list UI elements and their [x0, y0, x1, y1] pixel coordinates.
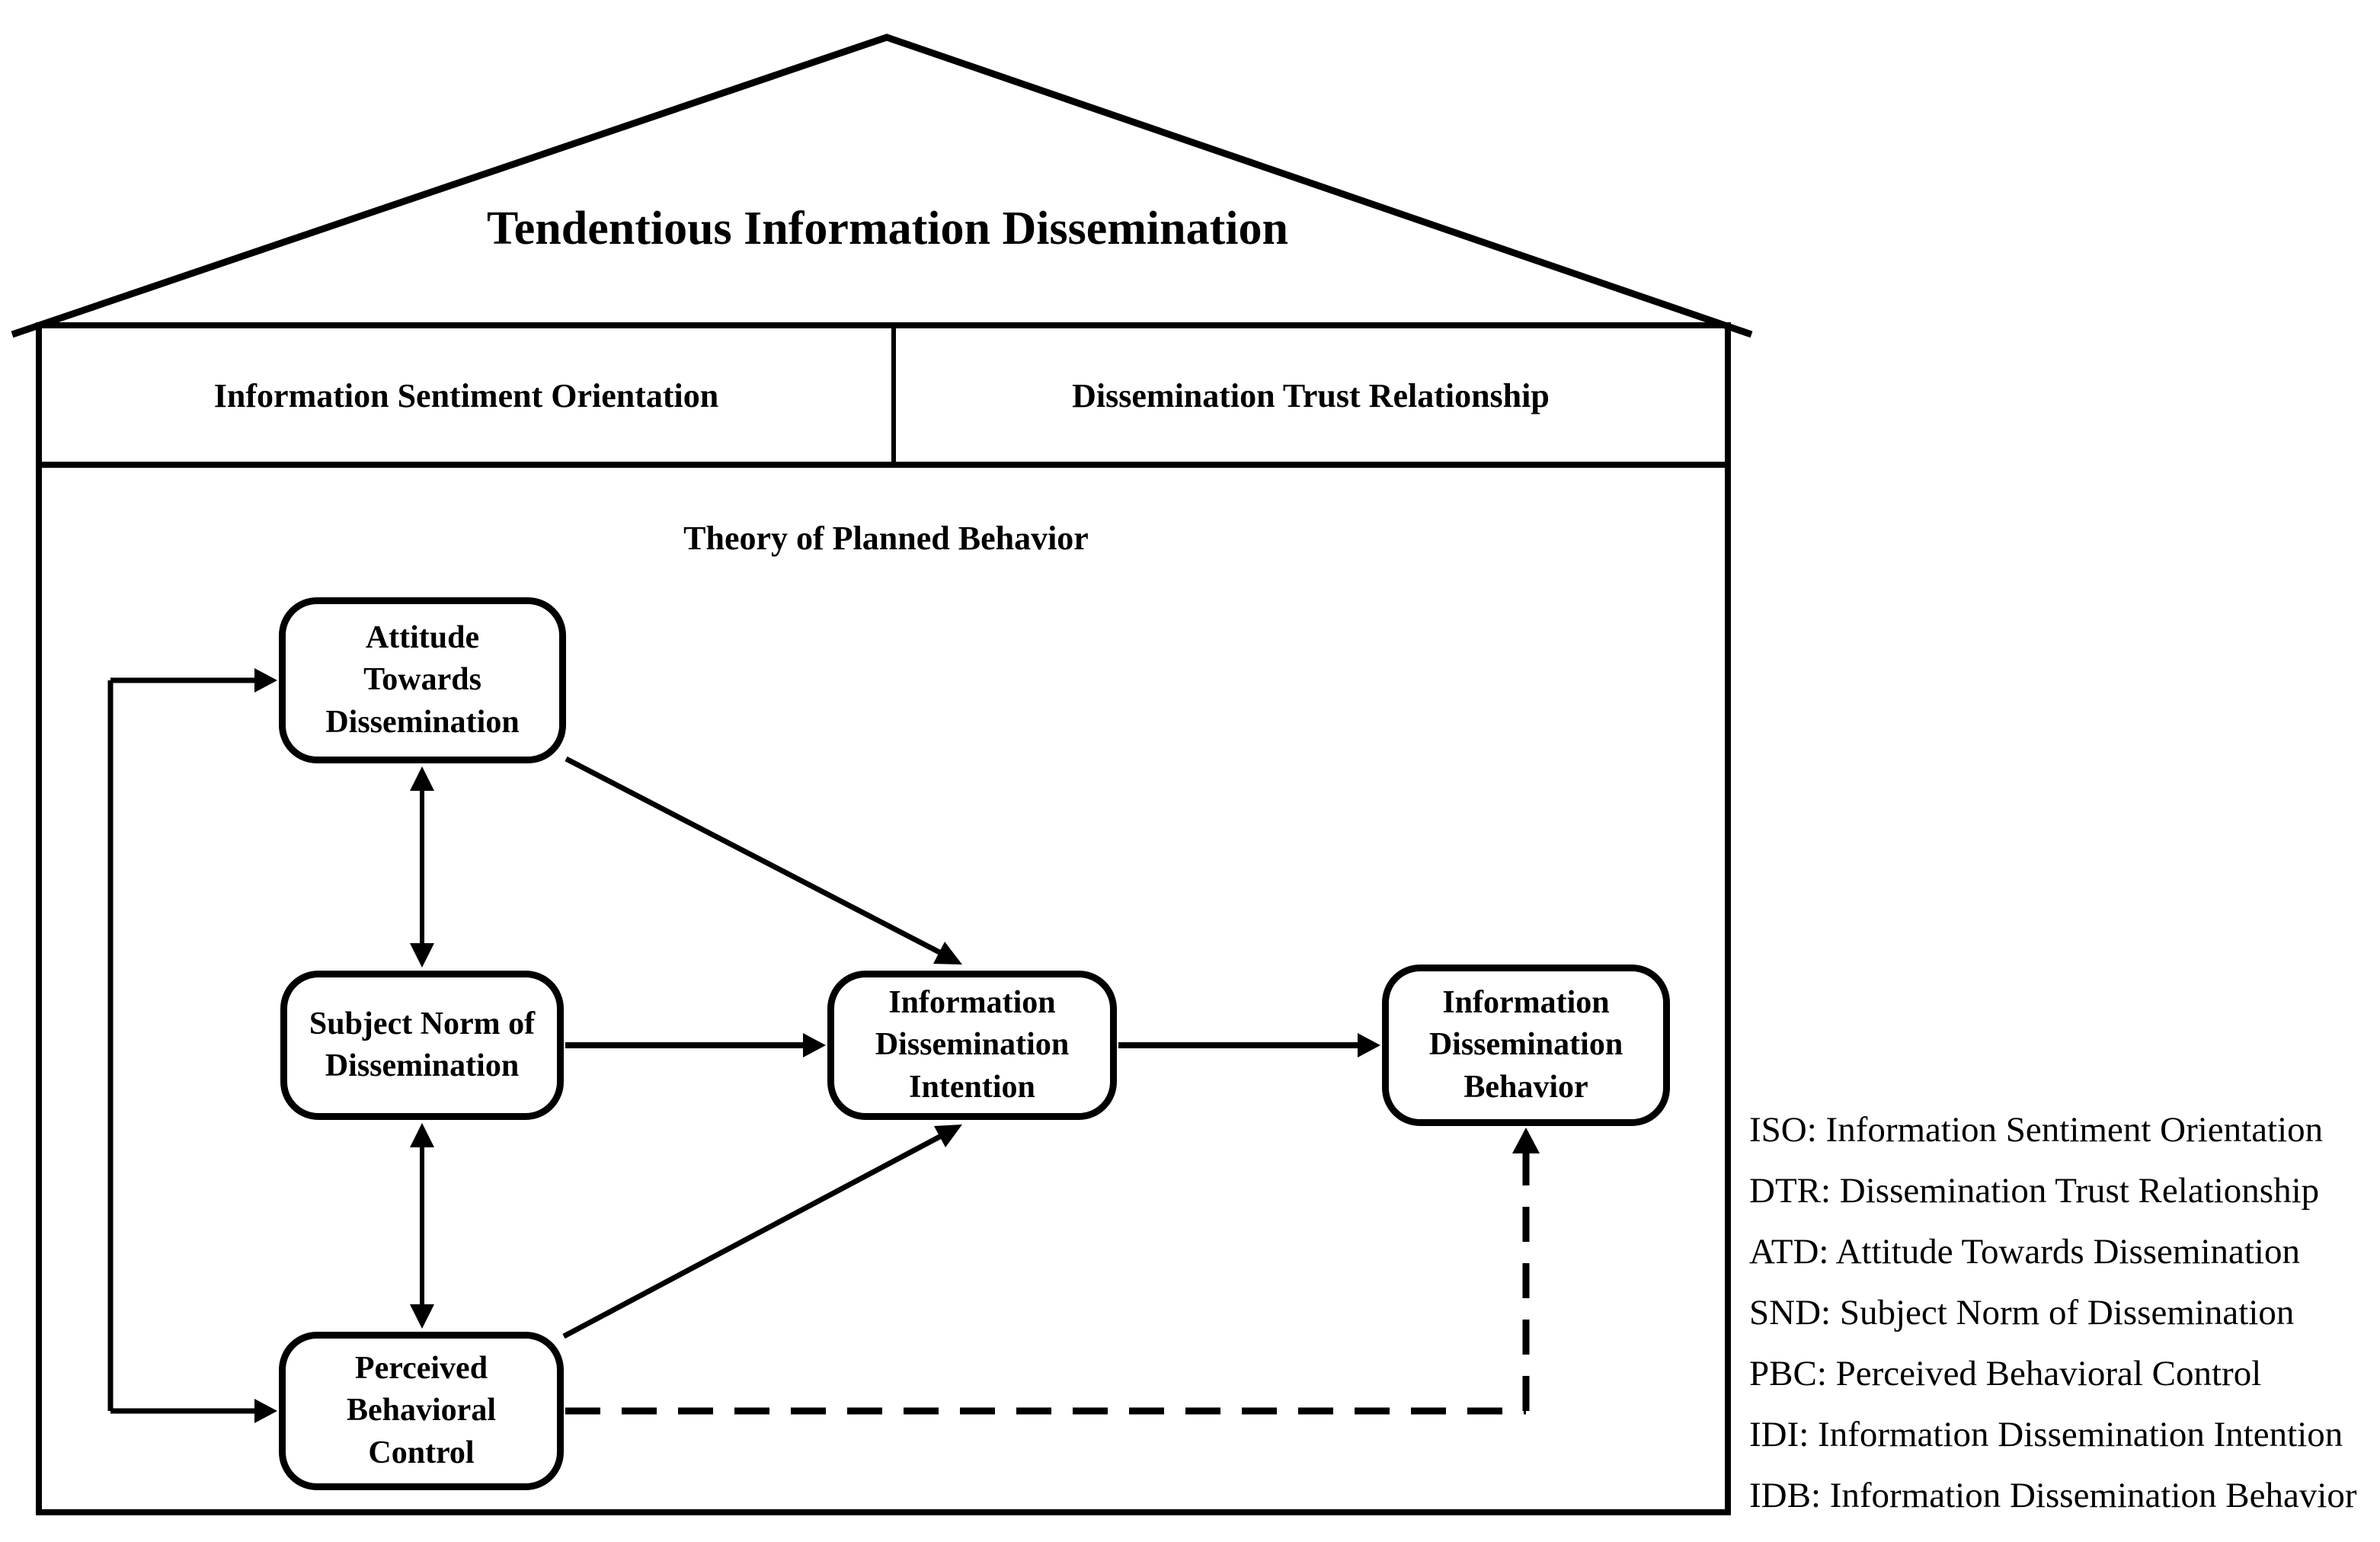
box-perceived-behavioral-control: Perceived Behavioral Control	[279, 1332, 564, 1490]
arrow-pbc-to-idi	[562, 1125, 962, 1339]
legend-item-atd: ATD: Attitude Towards Dissemination	[1749, 1232, 2300, 1272]
box-idb-line: Behavior	[1464, 1069, 1588, 1105]
box-subject-norm-of-dissemination: Subject Norm of Dissemination	[280, 971, 564, 1120]
box-pbc-line: Control	[368, 1435, 475, 1470]
box-snd-line: Subject Norm of	[309, 1006, 536, 1041]
legend-item-idb: IDB: Information Dissemination Behavior	[1749, 1476, 2357, 1515]
box-pbc-line: Behavioral	[347, 1393, 496, 1428]
box-atd-line: Towards	[363, 662, 481, 698]
main-body-border	[36, 462, 1731, 1515]
box-atd-line: Dissemination	[325, 704, 520, 740]
legend-item-idi: IDI: Information Dissemination Intention	[1749, 1415, 2343, 1454]
legend-item-dtr: DTR: Dissemination Trust Relationship	[1749, 1171, 2320, 1211]
box-atd-line: Attitude	[365, 619, 480, 655]
header-cell-iso: Information Sentiment Orientation	[45, 331, 888, 459]
legend-item-snd: SND: Subject Norm of Dissemination	[1749, 1293, 2295, 1332]
box-idi-line: Intention	[909, 1069, 1035, 1105]
box-idb-line: Information	[1442, 984, 1610, 1020]
box-idb-line: Dissemination	[1428, 1027, 1623, 1063]
box-idi-line: Information	[888, 984, 1056, 1020]
tpb-section-label: Theory of Planned Behavior	[683, 520, 1089, 557]
double-arrow-atd-snd	[410, 766, 434, 968]
arrow-atd-to-idi	[565, 756, 962, 965]
dashed-arrow-pbc-to-idb	[565, 1128, 1540, 1415]
diagram-title: Tendentious Information Dissemination	[487, 203, 1288, 254]
arrow-snd-to-idi	[565, 1033, 826, 1057]
legend-item-pbc: PBC: Perceived Behavioral Control	[1749, 1354, 2262, 1393]
roof-outline	[11, 34, 1753, 338]
box-pbc-line: Perceived	[354, 1350, 488, 1386]
legend-item-iso: ISO: Information Sentiment Orientation	[1749, 1110, 2324, 1150]
box-idi-line: Dissemination	[875, 1027, 1070, 1063]
abbreviation-legend: ISO: Information Sentiment Orientation D…	[1749, 1099, 2378, 1526]
bracket-into-atd-pbc	[107, 668, 277, 1423]
arrow-idi-to-idb	[1118, 1033, 1380, 1057]
box-snd-line: Dissemination	[325, 1048, 520, 1083]
box-attitude-towards-dissemination: Attitude Towards Dissemination	[279, 597, 566, 763]
header-cell-dtr: Dissemination Trust Relationship	[900, 331, 1722, 459]
box-information-dissemination-intention: Information Dissemination Intention	[827, 971, 1117, 1120]
box-information-dissemination-behavior: Information Dissemination Behavior	[1382, 965, 1670, 1126]
header-label-dtr: Dissemination Trust Relationship	[1072, 376, 1550, 414]
header-label-iso: Information Sentiment Orientation	[213, 376, 719, 414]
double-arrow-snd-pbc	[410, 1123, 434, 1329]
